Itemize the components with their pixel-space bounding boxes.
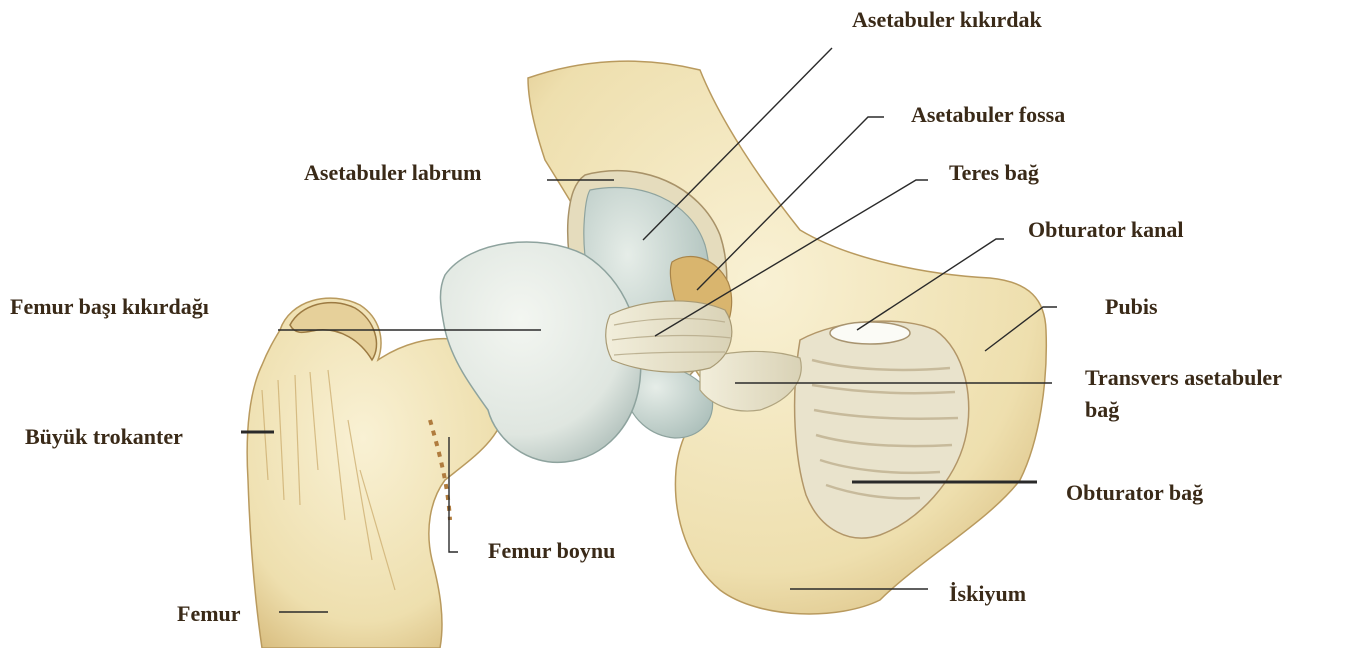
label-obturator-bag: Obturator bağ: [1066, 480, 1203, 506]
label-teres-bag: Teres bağ: [949, 160, 1039, 186]
label-asetabuler-fossa: Asetabuler fossa: [911, 102, 1065, 128]
label-transvers-asetabuler-line2: bağ: [1085, 397, 1119, 423]
label-transvers-asetabuler-line1: Transvers asetabuler: [1085, 365, 1282, 391]
label-obturator-kanal: Obturator kanal: [1028, 217, 1183, 243]
label-femur: Femur: [177, 601, 241, 627]
label-asetabuler-labrum: Asetabuler labrum: [304, 160, 481, 186]
label-femur-boynu: Femur boynu: [488, 538, 615, 564]
label-pubis: Pubis: [1105, 294, 1158, 320]
label-buyuk-trokanter: Büyük trokanter: [25, 424, 183, 450]
obturator-canal-opening: [830, 322, 910, 344]
label-iskiyum: İskiyum: [949, 581, 1026, 607]
label-femur-basi-kikirdagi: Femur başı kıkırdağı: [10, 294, 209, 320]
label-asetabuler-kikirdak: Asetabuler kıkırdak: [852, 7, 1042, 33]
